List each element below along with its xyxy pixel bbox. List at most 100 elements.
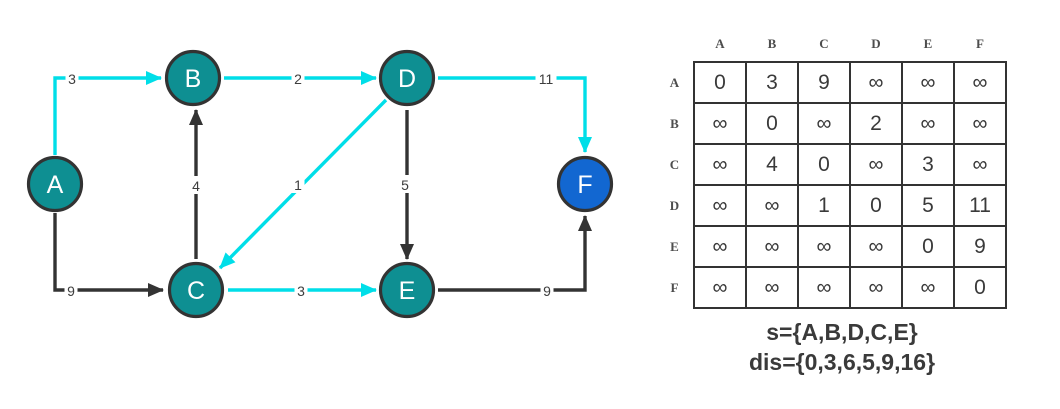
matrix-row-F: F∞∞∞∞∞0: [656, 266, 1007, 309]
matrix-cell-A-D: ∞: [849, 61, 903, 104]
matrix-cell-F-A: ∞: [693, 266, 747, 309]
node-D: D: [378, 49, 436, 107]
matrix-cell-C-E: 3: [901, 143, 955, 186]
visited-set-text: s={A,B,D,C,E}: [766, 319, 918, 345]
node-letter-A: A: [47, 171, 64, 199]
edge-weight-B-D: 2: [291, 69, 305, 87]
matrix-cell-C-C: 0: [797, 143, 851, 186]
matrix-cell-C-A: ∞: [693, 143, 747, 186]
matrix-cell-F-D: ∞: [849, 266, 903, 309]
node-circle-D: [378, 49, 436, 107]
svg-text:11: 11: [539, 71, 554, 87]
matrix-cell-E-B: ∞: [745, 225, 799, 268]
edge-A-B: [53, 71, 162, 155]
matrix-cell-A-F: ∞: [953, 61, 1007, 104]
matrix-cell-F-B: ∞: [745, 266, 799, 309]
distance-array-text: dis={0,3,6,5,9,16}: [748, 349, 936, 375]
matrix-row-header-F: F: [670, 279, 679, 295]
matrix-row-header-C: C: [669, 156, 680, 172]
matrix-col-header-A: A: [715, 36, 725, 51]
svg-text:1: 1: [294, 177, 302, 193]
matrix-cell-C-B: 4: [745, 143, 799, 186]
edge-A-C: [53, 213, 164, 297]
matrix-col-header-D: D: [871, 36, 881, 51]
svg-text:3: 3: [297, 283, 305, 299]
matrix-cell-A-A: 0: [693, 61, 747, 104]
matrix-cell-B-D: 2: [849, 102, 903, 145]
edge-weight-D-C: 1: [291, 175, 305, 193]
matrix-cell-E-F: 9: [953, 225, 1007, 268]
node-letter-E: E: [399, 277, 416, 305]
matrix-cell-D-E: 5: [901, 184, 955, 227]
matrix-corner: [656, 27, 694, 62]
matrix-cell-D-A: ∞: [693, 184, 747, 227]
matrix-cell-E-E: 0: [901, 225, 955, 268]
graph-canvas: 3 2 11 9 4 1 5 3 9 A B C D E F: [26, 49, 614, 319]
matrix-row-header-D: D: [669, 197, 680, 213]
svg-text:5: 5: [401, 177, 409, 193]
svg-text:9: 9: [67, 283, 75, 299]
matrix-cell-D-F: 11: [953, 184, 1007, 227]
matrix-cell-C-F: ∞: [953, 143, 1007, 186]
matrix-cell-B-C: ∞: [797, 102, 851, 145]
node-letter-B: B: [185, 65, 202, 93]
matrix-cell-B-F: ∞: [953, 102, 1007, 145]
matrix-cell-C-D: ∞: [849, 143, 903, 186]
edge-weight-A-C: 9: [64, 281, 78, 299]
matrix-cell-E-D: ∞: [849, 225, 903, 268]
node-letter-F: F: [577, 171, 592, 199]
matrix-cell-D-C: 1: [797, 184, 851, 227]
matrix-cell-D-B: ∞: [745, 184, 799, 227]
node-circle-F: [556, 155, 614, 213]
node-A: A: [26, 155, 84, 213]
node-B: B: [164, 49, 222, 107]
node-circle-C: [167, 261, 225, 319]
edge-weight-E-F: 9: [540, 281, 554, 299]
matrix-cell-F-F: 0: [953, 266, 1007, 309]
node-F: F: [556, 155, 614, 213]
svg-text:9: 9: [543, 283, 551, 299]
edge-weight-C-E: 3: [294, 281, 308, 299]
svg-text:4: 4: [192, 178, 200, 194]
node-letter-D: D: [398, 65, 416, 93]
matrix-cell-E-C: ∞: [797, 225, 851, 268]
matrix-col-header-E: E: [923, 36, 933, 51]
node-circle-A: [26, 155, 84, 213]
node-circle-B: [164, 49, 222, 107]
edge-D-F: [438, 76, 592, 153]
node-C: C: [167, 261, 225, 319]
matrix-cell-A-E: ∞: [901, 61, 955, 104]
matrix-col-header-F: F: [976, 36, 984, 51]
matrix-row-header-A: A: [669, 74, 680, 90]
matrix-cell-A-C: 9: [797, 61, 851, 104]
svg-text:2: 2: [294, 71, 302, 87]
matrix-row-header-B: B: [670, 115, 679, 131]
edge-weight-D-F: 11: [535, 69, 557, 87]
matrix-cell-B-E: ∞: [901, 102, 955, 145]
edge-weight-C-B: 4: [189, 176, 203, 194]
node-letter-C: C: [187, 277, 205, 305]
algorithm-state: s={A,B,D,C,E} dis={0,3,6,5,9,16}: [660, 317, 1024, 377]
matrix-cell-E-A: ∞: [693, 225, 747, 268]
edge-E-F: [438, 215, 592, 292]
svg-text:3: 3: [68, 71, 76, 87]
matrix-cell-D-D: 0: [849, 184, 903, 227]
node-E: E: [378, 261, 436, 319]
matrix-cell-B-A: ∞: [693, 102, 747, 145]
matrix-cell-F-C: ∞: [797, 266, 851, 309]
matrix-col-header-C: C: [819, 36, 829, 51]
matrix-row-header-E: E: [670, 238, 679, 254]
node-circle-E: [378, 261, 436, 319]
matrix-cell-B-B: 0: [745, 102, 799, 145]
matrix-col-header-B: B: [767, 36, 777, 51]
matrix-cell-F-E: ∞: [901, 266, 955, 309]
edge-weight-D-E: 5: [398, 175, 412, 193]
edge-weight-A-B: 3: [65, 69, 79, 87]
matrix-row-B: B∞0∞2∞∞: [656, 102, 1007, 145]
